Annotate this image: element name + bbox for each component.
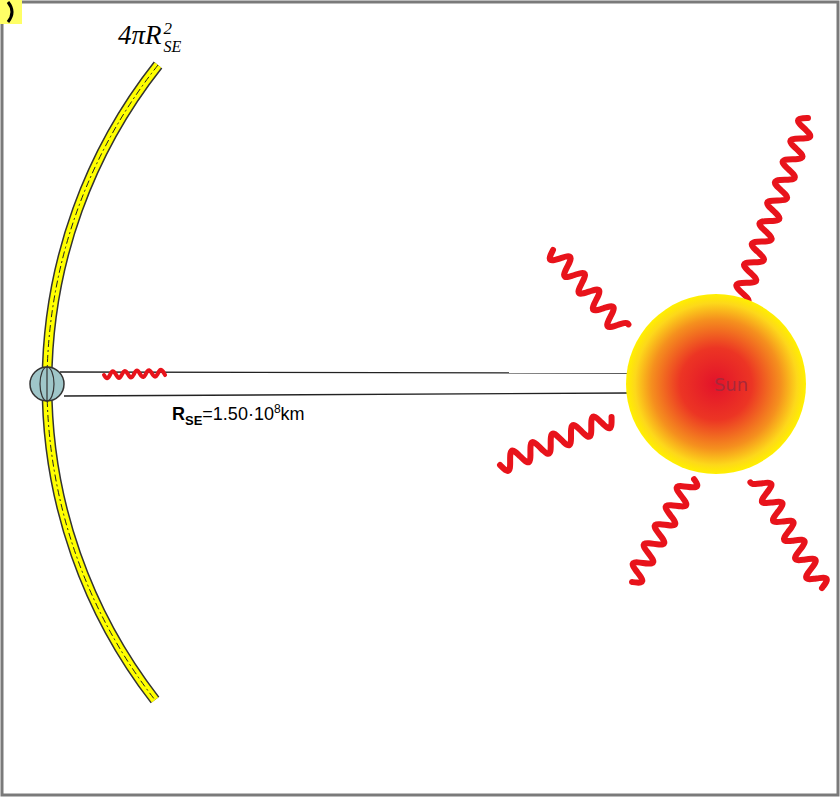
sun-label: Sun xyxy=(714,374,748,395)
radiation-waves xyxy=(104,118,827,588)
subscript: SE xyxy=(164,39,182,55)
sun-disc: Sun xyxy=(625,293,807,475)
formula-text: =1.50·10 xyxy=(202,404,274,424)
wave xyxy=(104,370,165,378)
subscript: SE xyxy=(185,413,202,428)
earth-meridian xyxy=(40,367,54,401)
distance-label: RSE=1.50·108km xyxy=(172,402,305,428)
earth xyxy=(30,367,64,401)
wave xyxy=(500,417,612,471)
superscript: 2 xyxy=(164,20,182,37)
wave xyxy=(550,250,629,327)
wave xyxy=(734,118,810,304)
earth-axis xyxy=(46,367,47,401)
wave xyxy=(750,482,826,588)
superscript: 8 xyxy=(274,402,281,416)
sun-circle xyxy=(626,294,806,474)
sight-line xyxy=(64,393,628,396)
formula-text: km xyxy=(281,404,305,424)
wave xyxy=(632,479,697,582)
sphere-area-formula: 4πR2SE xyxy=(118,20,181,55)
index-stack: 2SE xyxy=(164,20,182,55)
corner-mark xyxy=(0,0,22,24)
corner-bracket xyxy=(8,2,12,22)
formula-text: 4πR xyxy=(118,20,162,50)
formula-text: R xyxy=(172,404,185,424)
